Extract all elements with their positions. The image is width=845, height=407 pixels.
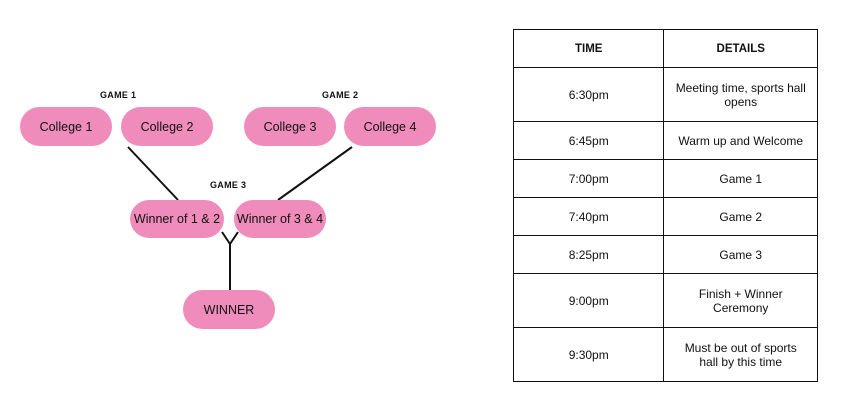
row-time: 6:45pm bbox=[512, 121, 665, 160]
row-time: 9:00pm bbox=[512, 273, 665, 328]
game-2-label: GAME 2 bbox=[322, 90, 359, 100]
table-row: 7:40pm Game 2 bbox=[512, 197, 818, 236]
connector-game3-left bbox=[221, 231, 231, 245]
connector-game2 bbox=[277, 146, 353, 201]
winner-of-3-and-4: Winner of 3 & 4 bbox=[234, 200, 326, 238]
team-college-1: College 1 bbox=[20, 107, 112, 146]
game-3-label: GAME 3 bbox=[210, 180, 247, 190]
header-time: TIME bbox=[512, 29, 665, 68]
row-details: Game 3 bbox=[663, 235, 818, 274]
row-time: 7:40pm bbox=[512, 197, 665, 236]
connector-game3-right bbox=[229, 231, 239, 245]
final-winner: WINNER bbox=[183, 290, 275, 329]
row-details: Finish + Winner Ceremony bbox=[663, 273, 818, 328]
game-1-label: GAME 1 bbox=[100, 90, 137, 100]
header-details: DETAILS bbox=[663, 29, 818, 68]
table-row: 8:25pm Game 3 bbox=[512, 235, 818, 274]
connector-game1 bbox=[127, 146, 179, 201]
table-row: 7:00pm Game 1 bbox=[512, 159, 818, 198]
team-college-2: College 2 bbox=[121, 107, 213, 146]
row-time: 8:25pm bbox=[512, 235, 665, 274]
winner-of-1-and-2: Winner of 1 & 2 bbox=[130, 200, 224, 238]
schedule-table: TIME DETAILS 6:30pm Meeting time, sports… bbox=[512, 29, 818, 382]
team-college-4: College 4 bbox=[344, 107, 436, 146]
table-row: 6:45pm Warm up and Welcome bbox=[512, 121, 818, 160]
row-details: Warm up and Welcome bbox=[663, 121, 818, 160]
row-details: Must be out of sports hall by this time bbox=[663, 327, 818, 382]
row-details: Game 1 bbox=[663, 159, 818, 198]
row-time: 9:30pm bbox=[512, 327, 665, 382]
row-details: Meeting time, sports hall opens bbox=[663, 67, 818, 122]
schedule-header-row: TIME DETAILS bbox=[512, 29, 818, 68]
table-row: 9:00pm Finish + Winner Ceremony bbox=[512, 273, 818, 328]
team-college-3: College 3 bbox=[244, 107, 336, 146]
row-time: 7:00pm bbox=[512, 159, 665, 198]
row-details: Game 2 bbox=[663, 197, 818, 236]
table-row: 6:30pm Meeting time, sports hall opens bbox=[512, 67, 818, 122]
table-row: 9:30pm Must be out of sports hall by thi… bbox=[512, 327, 818, 382]
row-time: 6:30pm bbox=[512, 67, 665, 122]
